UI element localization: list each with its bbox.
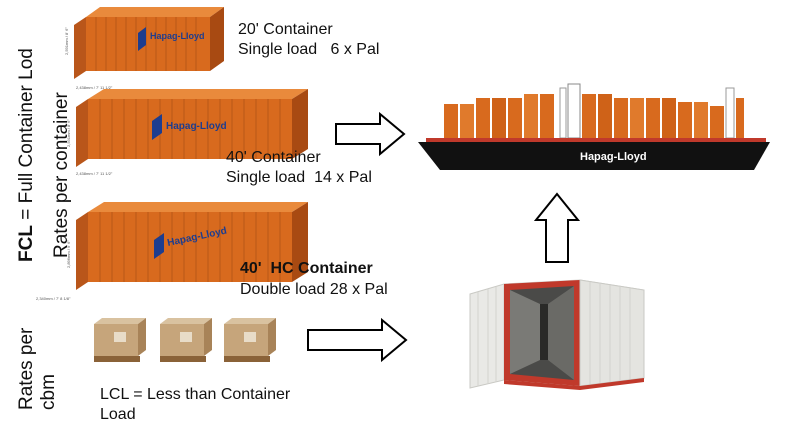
lcl-line1: LCL = Less than Container [100, 386, 291, 403]
lcl-line2: Load [100, 406, 136, 423]
rates-per-cbm-line2: cbm [38, 374, 59, 410]
container-40ft-hc-dim-width: 2,340mm / 7' 8 1/8" [36, 296, 71, 301]
container-40ft-title: 40' Container [226, 149, 321, 166]
container-40ft-detail: Single load 14 x Pal [226, 169, 372, 186]
ship-container-stacks [444, 83, 744, 139]
container-20ft-image: Hapag-Lloyd 2,591mm / 8' 6" 2,438mm / 7'… [64, 7, 224, 90]
pallet-box-2 [160, 318, 212, 362]
container-40ft-dim-height: 2,591mm / 8' 6" [66, 119, 71, 147]
container-40ft-hc-title: 40' HC Container [240, 260, 373, 277]
fcl-full-text: = Full Container Lod [16, 48, 37, 226]
container-40ft-hc-detail: Double load 28 x Pal [240, 281, 388, 298]
arrow-right-icon-lower [307, 317, 408, 363]
arrow-up-icon [533, 192, 581, 263]
pallet-box-1 [94, 318, 146, 362]
container-20ft-dim-width: 2,438mm / 7' 11 1/2" [76, 85, 113, 90]
arrow-right-icon [335, 111, 406, 157]
container-20ft-dim-height: 2,591mm / 8' 6" [64, 27, 69, 55]
container-40ft-hc-image: Hapag-Lloyd 2,896mm / 9' 6" 2,340mm / 7'… [36, 202, 308, 301]
container-20ft-title: 20' Container [238, 21, 333, 38]
pallet-box-3 [224, 318, 276, 362]
ship-hull [418, 142, 770, 170]
container-ship-image: Hapag-Lloyd [418, 83, 770, 170]
rates-per-cbm-line1: Rates per [16, 327, 37, 410]
ship-brand: Hapag-Lloyd [580, 151, 647, 163]
container-40ft-hc-dim-height: 2,896mm / 9' 6" [66, 240, 71, 268]
container-40ft-brand: Hapag-Lloyd [166, 121, 227, 132]
rates-per-container-label: Rates per container [51, 92, 72, 258]
rates-per-cbm-label: Rates per cbm [16, 328, 60, 410]
container-40ft-image: Hapag-Lloyd 2,591mm / 8' 6" 2,438mm / 7'… [66, 89, 308, 176]
container-40ft-dim-width: 2,438mm / 7' 11 1/2" [76, 171, 113, 176]
lcl-boxes-image [94, 318, 276, 362]
container-20ft-detail: Single load 6 x Pal [238, 41, 380, 58]
container-20ft-brand: Hapag-Lloyd [150, 31, 205, 41]
fcl-abbrev: FCL [16, 225, 37, 262]
fcl-label: FCL = Full Container Lod [16, 48, 38, 262]
open-container-image [469, 279, 645, 390]
